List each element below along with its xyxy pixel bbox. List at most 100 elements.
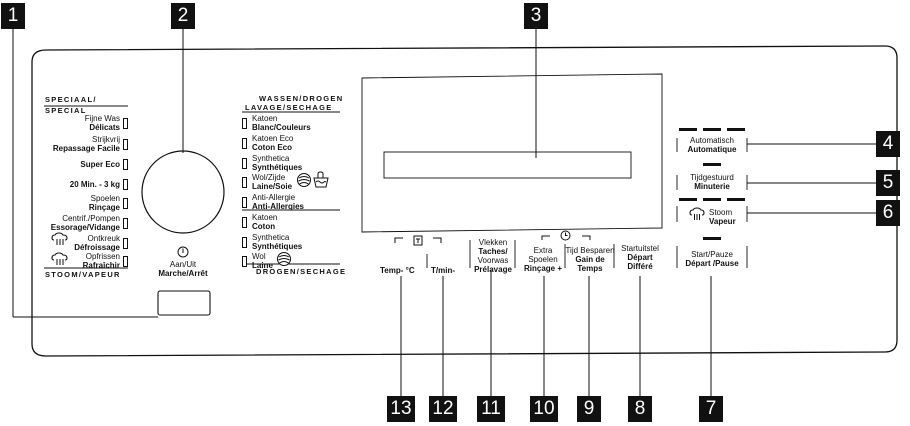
power-icon bbox=[177, 246, 189, 258]
prog-left-8-fr: Rafraîchir bbox=[82, 261, 120, 270]
led-bar bbox=[679, 198, 697, 201]
indicator-light bbox=[242, 177, 247, 188]
prog-left-4-fr: 20 Min. - 3 kg bbox=[69, 180, 120, 189]
led-bar bbox=[703, 163, 721, 166]
prog-right-5-nl: Anti-Allergie bbox=[252, 193, 296, 202]
prog-right-4-fr: Laine/Soie bbox=[252, 182, 293, 191]
prog-right-8-fr: Laine bbox=[252, 261, 273, 270]
dry-footer: DROGEN/SECHAGE bbox=[256, 267, 347, 276]
stains-label-2: Taches/ bbox=[478, 247, 508, 256]
indicator-light bbox=[242, 138, 247, 149]
indicator-light bbox=[242, 217, 247, 228]
callout-11: 11 bbox=[477, 396, 505, 422]
power-label-fr: Marche/Arrêt bbox=[158, 269, 208, 278]
special-header-nl: SPECIAAL/ bbox=[45, 95, 97, 104]
rinse-label-1: Extra bbox=[533, 246, 553, 255]
callout-7: 7 bbox=[699, 396, 723, 422]
callout-5: 5 bbox=[876, 170, 900, 196]
prog-right-2-nl: Katoen Eco bbox=[252, 134, 294, 143]
spin-button-label[interactable]: T/min- bbox=[431, 266, 455, 275]
temp-button-label[interactable]: Temp- °C bbox=[380, 266, 415, 275]
timed-label-nl: Tijdgestuurd bbox=[690, 173, 734, 182]
prog-left-5-fr: Rinçage bbox=[88, 203, 120, 212]
wool-icon bbox=[277, 252, 291, 266]
delay-button-label[interactable]: Différé bbox=[627, 262, 653, 271]
prog-left-2-nl: Strijkvrij bbox=[92, 135, 120, 144]
callout-10: 10 bbox=[530, 396, 558, 422]
led-bar bbox=[679, 128, 697, 131]
callout-13: 13 bbox=[387, 396, 415, 422]
hand-wash-icon bbox=[313, 171, 329, 188]
indicator-light bbox=[123, 218, 128, 229]
callout-8: 8 bbox=[628, 396, 652, 422]
indicator-light bbox=[123, 198, 128, 209]
time-saver-label-2: Gain de bbox=[575, 255, 605, 264]
prog-left-7-fr: Défroissage bbox=[74, 243, 120, 252]
prog-right-6-nl: Katoen bbox=[252, 213, 278, 222]
prog-right-7-nl: Synthetica bbox=[252, 233, 290, 242]
steam-label-nl: Stoom bbox=[709, 208, 733, 217]
prog-right-1-fr: Blanc/Couleurs bbox=[252, 123, 311, 132]
delay-label-1: Startuitstel bbox=[621, 244, 659, 253]
start-pause-button-label[interactable]: Départ /Pause bbox=[685, 259, 739, 268]
prog-right-1-nl: Katoen bbox=[252, 114, 278, 123]
prog-right-6-fr: Coton bbox=[252, 222, 276, 231]
prog-left-7-nl: Ontkreuk bbox=[87, 234, 120, 243]
prog-left-6-nl: Centrif./Pompen bbox=[62, 214, 120, 223]
steam-button-label[interactable]: Vapeur bbox=[709, 217, 736, 226]
indicator-light bbox=[242, 256, 247, 267]
start-label-nl: Start/Pauze bbox=[691, 250, 733, 259]
callout-2: 2 bbox=[171, 3, 195, 29]
indicator-light bbox=[123, 179, 128, 190]
callout-6: 6 bbox=[876, 200, 900, 226]
callout-9: 9 bbox=[577, 396, 601, 422]
indicator-light bbox=[242, 158, 247, 169]
indicator-light bbox=[123, 139, 128, 150]
rinse-label-2: Spoelen bbox=[528, 255, 558, 264]
steam-footer: STOOM/VAPEUR bbox=[45, 270, 121, 279]
prog-left-5-nl: Spoelen bbox=[90, 194, 120, 203]
stains-button-label[interactable]: Prélavage bbox=[474, 265, 512, 274]
callout-12: 12 bbox=[429, 396, 457, 422]
prog-right-2-fr: Coton Eco bbox=[252, 143, 292, 152]
auto-label-nl: Automatisch bbox=[689, 136, 735, 145]
stains-label-3: Voorwas bbox=[477, 256, 509, 265]
lock-icon bbox=[413, 235, 423, 246]
prog-right-3-fr: Synthétiques bbox=[252, 163, 303, 172]
stains-label-1: Vlekken bbox=[478, 238, 508, 247]
steam-icon bbox=[51, 252, 68, 265]
wash-dry-header-fr: LAVAGE/SECHAGE bbox=[245, 103, 333, 112]
indicator-light bbox=[242, 197, 247, 208]
rinse-button-label[interactable]: Rinçage + bbox=[523, 264, 562, 273]
steam-icon bbox=[51, 232, 68, 245]
led-bar bbox=[727, 128, 745, 131]
indicator-light bbox=[123, 118, 128, 129]
power-label-nl: Aan/Uit bbox=[169, 260, 197, 269]
indicator-light bbox=[242, 237, 247, 248]
prog-right-3-nl: Synthetica bbox=[252, 154, 290, 163]
display-outline bbox=[361, 73, 663, 233]
indicator-light bbox=[242, 118, 247, 129]
prog-right-5-fr: Anti-Allergies bbox=[252, 202, 305, 211]
led-bar bbox=[727, 198, 745, 201]
timed-button-label[interactable]: Minuterie bbox=[694, 182, 730, 191]
callout-4: 4 bbox=[876, 131, 900, 157]
steam-icon bbox=[689, 207, 705, 220]
wash-dry-header-nl: WASSEN/DROGEN bbox=[259, 94, 344, 103]
prog-right-4-nl: Wol/Zijde bbox=[252, 173, 286, 182]
callout-3: 3 bbox=[524, 3, 548, 29]
prog-left-1-fr: Délicats bbox=[89, 123, 120, 132]
prog-right-7-fr: Synthétiques bbox=[252, 242, 303, 251]
display-window bbox=[383, 151, 632, 179]
wool-icon bbox=[297, 173, 311, 187]
auto-button-label[interactable]: Automatique bbox=[687, 145, 737, 154]
indicator-light bbox=[123, 159, 128, 170]
special-header-fr: SPECIAL bbox=[45, 106, 87, 115]
led-bar bbox=[703, 198, 721, 201]
time-saver-button-label[interactable]: Temps bbox=[577, 264, 603, 273]
indicator-light bbox=[123, 238, 128, 249]
indicator-light bbox=[123, 256, 128, 267]
time-saver-label-1: Tijd Besparen bbox=[565, 246, 615, 255]
